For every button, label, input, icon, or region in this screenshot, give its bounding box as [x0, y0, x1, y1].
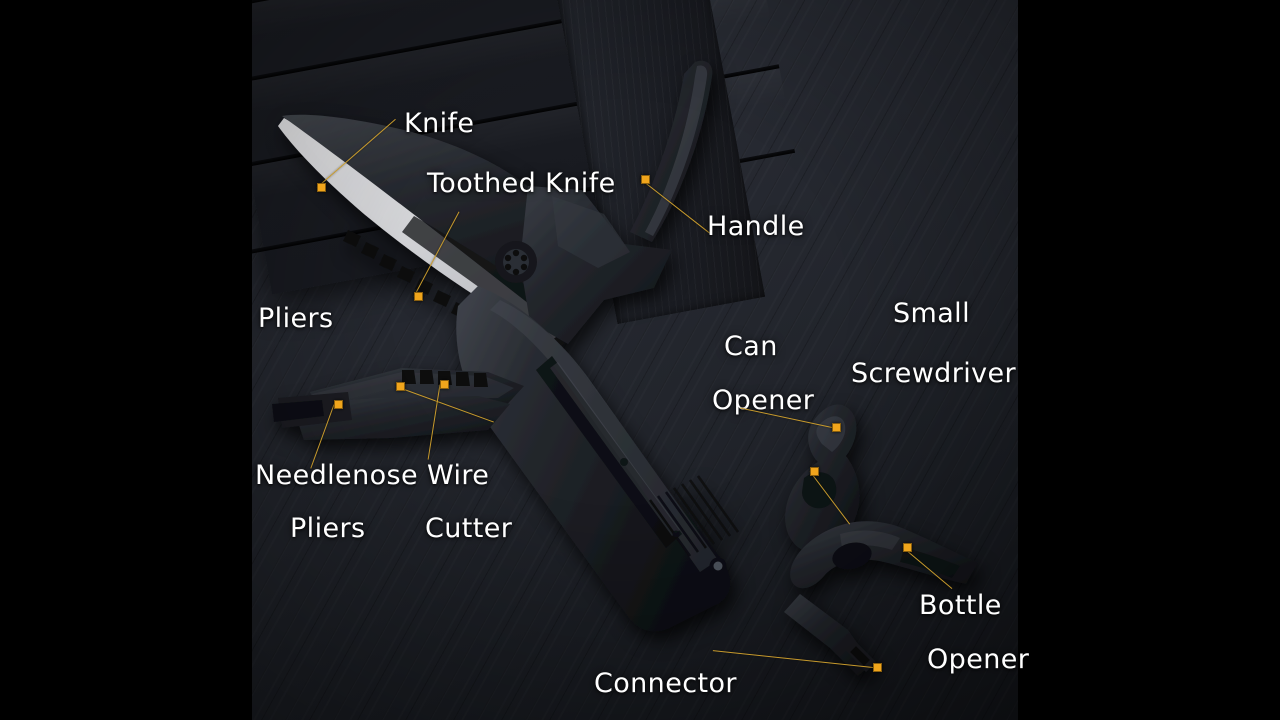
label-pliers: Pliers [258, 303, 334, 334]
label-needlenose-pliers: Needlenose [255, 460, 418, 491]
marker-bottle-opener [903, 543, 912, 552]
marker-pliers [396, 382, 405, 391]
label-can-opener: Can [724, 331, 778, 362]
label-knife: Knife [404, 108, 475, 139]
photo-vignette [252, 0, 1018, 720]
label-bottle-opener: Bottle [919, 590, 1002, 621]
marker-knife [317, 183, 326, 192]
label-small-screwdriver-line2: Screwdriver [851, 358, 1017, 389]
label-handle: Handle [707, 211, 805, 242]
marker-wire-cutter [440, 380, 449, 389]
label-small-screwdriver: Small [893, 298, 970, 329]
label-bottle-opener-line2: Opener [927, 644, 1030, 675]
label-connector: Connector [594, 668, 737, 699]
label-can-opener-line2: Opener [712, 385, 815, 416]
product-photo [252, 0, 1018, 720]
label-wire-cutter: Wire [427, 460, 490, 491]
marker-toothed-knife [414, 292, 423, 301]
multitool-illustration [272, 60, 978, 676]
label-needlenose-pliers-line2: Pliers [290, 513, 366, 544]
marker-handle [641, 175, 650, 184]
marker-connector [873, 663, 882, 672]
label-toothed-knife: Toothed Knife [427, 168, 616, 199]
marker-needlenose-pliers [334, 400, 343, 409]
marker-can-opener [810, 467, 819, 476]
marker-small-screwdriver [832, 423, 841, 432]
label-wire-cutter-line2: Cutter [425, 513, 513, 544]
